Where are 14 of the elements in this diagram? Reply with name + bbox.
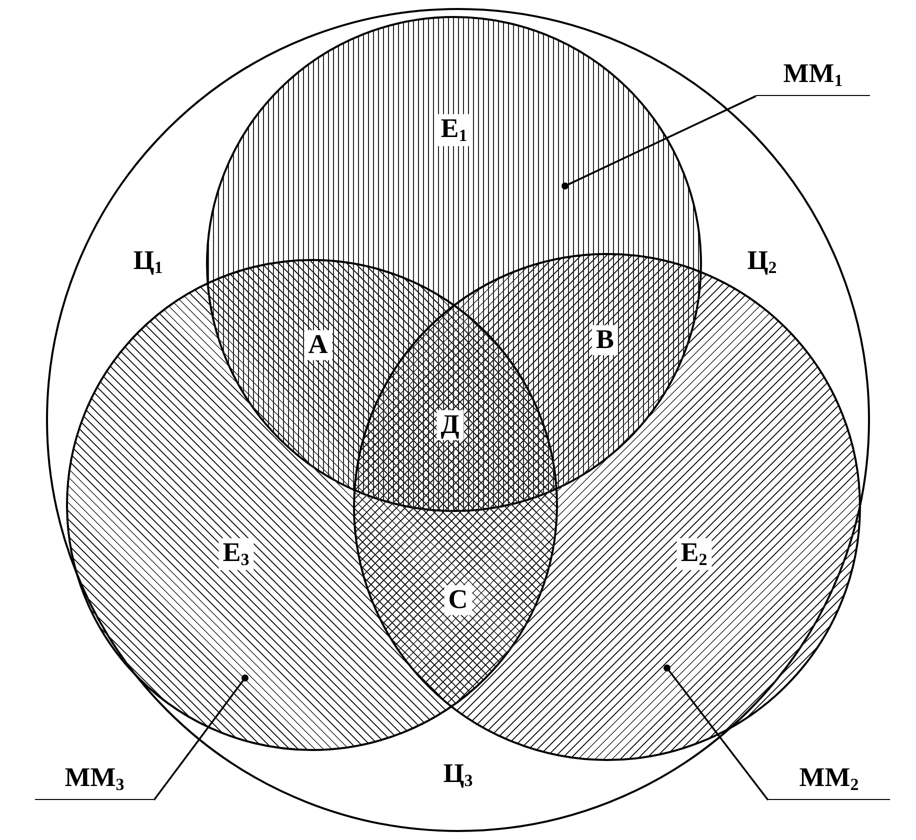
region-label: А xyxy=(304,330,332,360)
leader-line xyxy=(153,674,248,801)
region-label: С xyxy=(444,585,472,615)
set-label: Е$_{2}$ xyxy=(676,538,712,570)
set-label: Е$_{1}$ xyxy=(436,114,472,146)
region-label: В xyxy=(592,325,618,355)
callout-label: ММ$_{3}$ xyxy=(64,763,124,795)
leader-line xyxy=(664,664,769,801)
callout-label: ММ$_{1}$ xyxy=(783,59,843,91)
region-label: Д xyxy=(436,410,464,440)
callout-label: ММ$_{2}$ xyxy=(799,763,859,795)
leader-line xyxy=(562,95,756,190)
outer-circle xyxy=(46,8,870,832)
set-label: Е$_{3}$ xyxy=(218,538,254,570)
